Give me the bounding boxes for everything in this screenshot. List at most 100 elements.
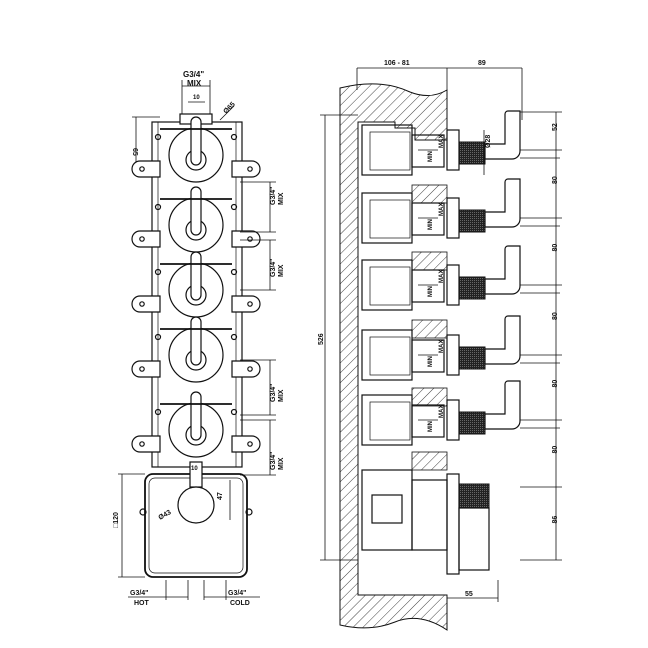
diverter-module: [131, 251, 261, 318]
valve-body: [361, 259, 413, 311]
diverter-module: [131, 391, 261, 458]
screw: [154, 333, 162, 341]
diverter-module: [131, 316, 261, 383]
spacing-label: 80: [552, 380, 559, 388]
valve-body: [361, 192, 413, 244]
mount-ear-right: [231, 295, 261, 313]
screw: [154, 203, 162, 211]
lever-handle: [484, 315, 521, 365]
valve-assembly: MIN MAX: [361, 380, 560, 446]
mount-hole: [247, 236, 253, 242]
total-height-dimension: 526: [318, 114, 358, 561]
knob-diameter-label: Ø43: [158, 509, 173, 522]
trim-plate: [446, 334, 460, 376]
mount-hole: [247, 166, 253, 172]
valve-core: [369, 266, 411, 306]
outlet-2-thread: G3/4": [270, 259, 277, 278]
screw: [230, 203, 238, 211]
screw: [230, 333, 238, 341]
screw: [230, 268, 238, 276]
outlet-2-label: MIX: [278, 264, 285, 277]
lever-handle: [484, 178, 521, 228]
top-mix-label: MIX: [187, 79, 202, 88]
spacing-label: 86: [552, 516, 559, 524]
max-label: MAX: [439, 270, 445, 283]
outlet-dimensions: G3/4" MIX G3/4" MIX G3/4" MIX G3/4" MIX: [240, 181, 285, 476]
mount-hole: [247, 441, 253, 447]
mount-ear-right: [231, 230, 261, 248]
valve-cartridge: [411, 269, 445, 303]
module-lever: [190, 116, 202, 166]
mount-ear-right: [231, 360, 261, 378]
cold-label: COLD: [230, 600, 250, 607]
box-size-label: □120: [113, 512, 120, 528]
thermostat-core: [371, 494, 403, 524]
lever-handle: [484, 245, 521, 295]
total-height-label: 526: [318, 333, 325, 345]
hot-label: HOT: [134, 600, 150, 607]
wall-section: [411, 451, 448, 471]
handle-diameter-label: Ø28: [485, 135, 492, 148]
thermostat-assembly: [361, 469, 490, 575]
spacing-label: 80: [552, 244, 559, 252]
knurled-knob: [458, 276, 486, 300]
mount-hole: [139, 441, 145, 447]
lever-handle: [484, 380, 521, 430]
thermostat-knob-body: [458, 507, 490, 571]
inlet-dimensions: G3/4" HOT G3/4" COLD: [128, 580, 260, 607]
valve-cartridge: [411, 404, 445, 438]
valve-core: [369, 401, 411, 441]
outlet-3-thread: G3/4": [270, 384, 277, 403]
outlet-1-thread: G3/4": [270, 187, 277, 206]
thermostat-body: [361, 469, 413, 551]
valve-body: [361, 329, 413, 381]
mount-ear-right: [231, 435, 261, 453]
wall-section: [411, 184, 448, 204]
lever-handle: [484, 110, 521, 160]
wall-section: [411, 319, 448, 339]
min-label: MIN: [428, 219, 434, 230]
valve-cartridge: [411, 134, 445, 168]
wall-section: [411, 251, 448, 271]
outlet-4-thread: G3/4": [270, 452, 277, 471]
knurled-knob: [458, 346, 486, 370]
screw: [230, 408, 238, 416]
max-label: MAX: [439, 135, 445, 148]
screw: [154, 408, 162, 416]
module-lever: [190, 251, 202, 301]
cold-thread-label: G3/4": [228, 590, 247, 597]
trim-plate: [446, 399, 460, 441]
mount-ear-left: [131, 230, 161, 248]
max-label: MAX: [439, 340, 445, 353]
trim-plate: [446, 197, 460, 239]
valve-cartridge: [411, 339, 445, 373]
mount-hole: [139, 236, 145, 242]
outlet-1-label: MIX: [278, 192, 285, 205]
module-lever: [190, 186, 202, 236]
diverter-module: [131, 116, 261, 183]
mount-hole: [139, 366, 145, 372]
screw: [230, 133, 238, 141]
front-view: G3/4" MIX 10 Ø65 65 G3/4" MIX: [113, 70, 285, 607]
max-label: MAX: [439, 405, 445, 418]
thermostat-cartridge: [411, 479, 448, 551]
mount-hole: [247, 366, 253, 372]
screw: [154, 133, 162, 141]
valve-body: [361, 394, 413, 446]
mount-ear-left: [131, 360, 161, 378]
mount-hole: [139, 166, 145, 172]
wall-depth-label: 106 - 81: [384, 60, 410, 67]
knob-offset-label: 47: [217, 492, 224, 500]
mount-ear-left: [131, 295, 161, 313]
min-label: MIN: [428, 421, 434, 432]
valve-cartridge: [411, 202, 445, 236]
outlet-4-label: MIX: [278, 457, 285, 470]
screw: [154, 268, 162, 276]
spacing-label: 80: [552, 312, 559, 320]
